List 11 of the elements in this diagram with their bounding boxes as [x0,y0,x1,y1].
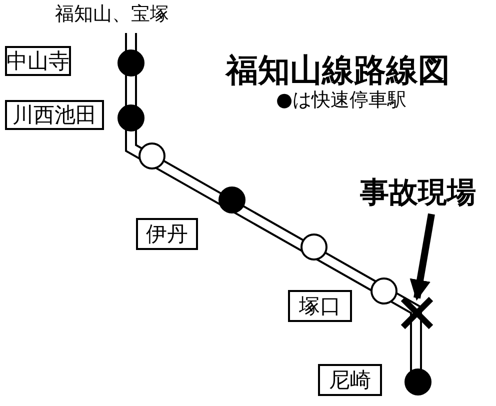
legend-note: ●は快速停車駅 [276,91,407,110]
arrow [410,213,435,301]
station-name-box: 中山寺 [5,46,71,76]
station-name-box: 伊丹 [136,218,198,250]
line-direction-label: 福知山、宝塚 [55,5,169,24]
diagram-title: 福知山線路線図 [226,54,450,86]
station-name-box: 尼崎 [318,364,382,396]
station-name-box: 川西池田 [5,100,104,130]
cross-mark [400,296,434,330]
accident-site-label: 事故現場 [360,178,490,210]
station-name-box: 塚口 [288,290,352,322]
